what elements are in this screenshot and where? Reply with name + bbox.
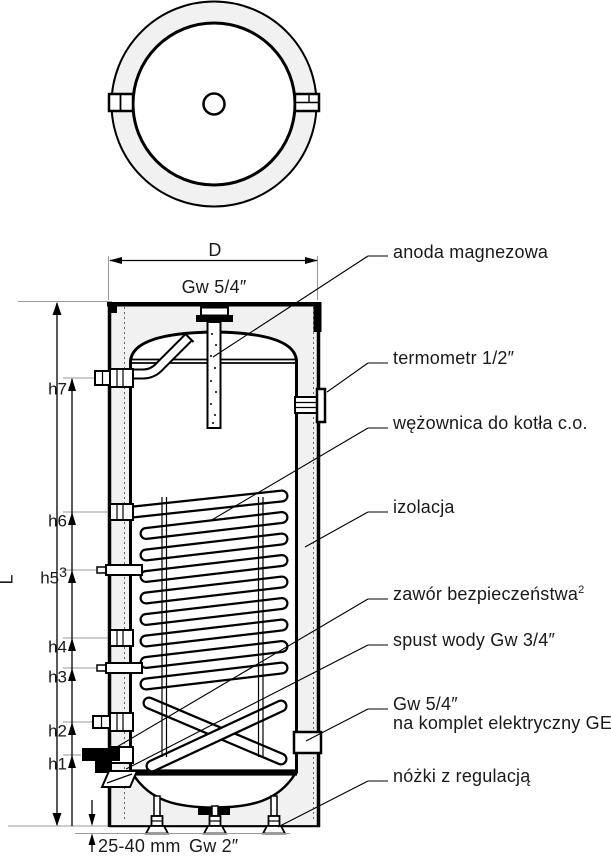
- sensor-pocket-h5: [96, 564, 143, 576]
- anode-rod: [206, 321, 222, 429]
- top-view-right-fitting: [293, 92, 321, 113]
- callout-drain: spust wody Gw 3/4″: [393, 630, 556, 650]
- overall-height-label: L: [0, 574, 17, 584]
- leader-safety-valve: [109, 598, 388, 752]
- top-view: [107, 0, 321, 208]
- leader-anode: [212, 255, 388, 358]
- lower-weld-seam: [130, 769, 297, 776]
- fitting-h6: [109, 503, 134, 521]
- callout-feet: nóżki z regulacją: [393, 766, 531, 786]
- leader-drain: [125, 644, 388, 770]
- anode-flange: [196, 315, 233, 322]
- level-label-h5: h53: [40, 565, 67, 588]
- anode-cap: [200, 306, 229, 317]
- callout-coil: wężownica do kotła c.o.: [393, 413, 588, 433]
- fitting-h2: [92, 712, 134, 732]
- top-view-center-port: [202, 92, 226, 116]
- dimension-lines: [52, 257, 318, 852]
- extension-lines: [8, 256, 319, 835]
- level-label-h6: h6: [48, 511, 67, 531]
- fitting-h4: [109, 629, 134, 647]
- callout-thermometer: termometr 1/2″: [393, 348, 515, 368]
- leader-feet: [277, 780, 388, 828]
- dim-h-levels: [68, 378, 76, 826]
- diameter-label: D: [208, 240, 222, 260]
- leader-insulation: [304, 511, 388, 548]
- dim-foot-range: [88, 800, 96, 852]
- fitting-h7: [94, 368, 134, 388]
- heating-coil: [126, 489, 289, 773]
- level-label-h2: h2: [48, 721, 67, 741]
- leader-coil: [209, 427, 388, 522]
- level-label-h1: h1: [48, 754, 67, 774]
- callout-safety-valve: zawór bezpieczeństwa2: [393, 584, 585, 604]
- anode-speckles: [210, 333, 217, 424]
- level-label-h4: h4: [48, 637, 67, 657]
- dim-diameter: [109, 257, 318, 264]
- left-fittings: [92, 368, 143, 764]
- side-view: [8, 255, 388, 852]
- drain-stub: [100, 770, 139, 788]
- top-view-left-fitting: [107, 92, 135, 113]
- thermometer-fitting: [294, 387, 327, 424]
- coil-support-rods: [161, 497, 264, 757]
- coil-turns: [126, 489, 289, 691]
- leader-lines: [109, 255, 388, 828]
- internal-circulation-pipe: [130, 331, 195, 380]
- level-label-h3: h3: [48, 667, 67, 687]
- callout-anode: anoda magnezowa: [393, 242, 549, 262]
- top-port-label: Gw 5/4″: [181, 277, 247, 297]
- sensor-pocket-h3: [96, 662, 143, 674]
- leader-electric-kit: [305, 708, 388, 742]
- callout-insulation: izolacja: [393, 497, 455, 517]
- level-label-h7: h7: [48, 379, 67, 399]
- anode-assembly: [196, 302, 233, 429]
- leader-thermometer: [326, 362, 388, 393]
- callout-electric-kit: Gw 5/4″na komplet elektryczny GE: [393, 694, 611, 733]
- foot-range-label: 25-40 mm: [98, 836, 181, 856]
- dim-overall-height: [52, 302, 62, 826]
- bottom-port-label: Gw 2″: [189, 836, 239, 856]
